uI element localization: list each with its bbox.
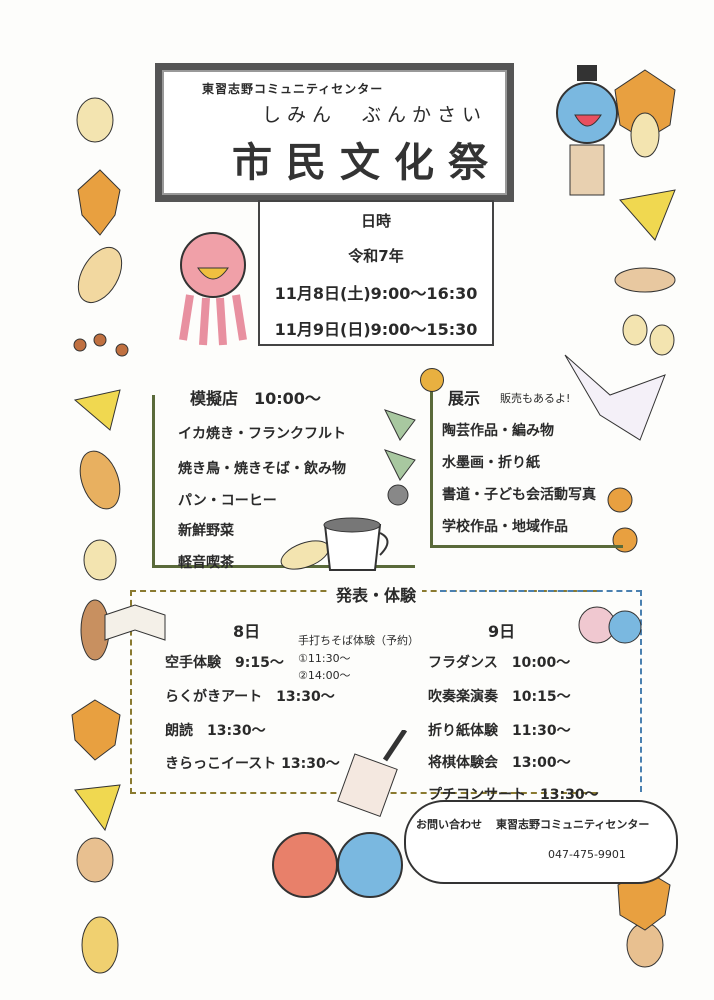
title-reading: しみん ぶんかさい	[262, 104, 488, 126]
soba-slot2: ②14:00～	[298, 669, 351, 682]
stall-item: 焼き鳥・焼きそば・飲み物	[178, 461, 346, 477]
exhibits-heading: 展示	[448, 389, 481, 408]
day9-item: プチコンサート 13:30～	[428, 787, 599, 803]
day9-item: フラダンス 10:00～	[428, 655, 571, 671]
day8-item: らくがきアート 13:30～	[165, 689, 335, 705]
schedule-day2: 11月9日(日)9:00～15:30	[274, 320, 478, 339]
day8-item: 空手体験 9:15～	[165, 655, 284, 671]
soba-title: 手打ちそば体験（予約）	[298, 634, 419, 647]
paper-crane-icon	[564, 354, 666, 441]
coffee-and-bread-icon	[280, 517, 389, 571]
contact-phone: 047-475-9901	[548, 848, 626, 861]
exhibit-item: 学校作品・地域作品	[442, 519, 568, 535]
contact-org: 東習志野コミュニティセンター	[496, 818, 650, 831]
exhibits-vine-frame	[430, 385, 623, 548]
day9-item: 将棋体験会 13:00～	[428, 755, 571, 771]
schedule-year: 令和7年	[348, 247, 404, 265]
stall-item: 軽音喫茶	[178, 555, 234, 571]
event-title: 市民文化祭	[232, 140, 502, 186]
organizer-name: 東習志野コミュニティセンター	[202, 82, 384, 96]
day9-label: 9日	[488, 622, 516, 641]
stalls-heading: 模擬店 10:00～	[190, 389, 321, 408]
schedule-heading: 日時	[360, 212, 391, 230]
exhibit-item: 書道・子ども会活動写真	[442, 487, 596, 503]
stall-item: 新鮮野菜	[178, 523, 234, 539]
schedule-day1: 11月8日(土)9:00～16:30	[274, 284, 478, 303]
performances-heading: 発表・体験	[330, 582, 423, 606]
flower-icon	[420, 368, 444, 392]
grape-vine-icon	[384, 409, 416, 506]
mascot-pair-icon	[578, 606, 642, 644]
day9-item: 吹奏楽演奏 10:15～	[428, 689, 571, 705]
autumn-leaves-right-decoration	[607, 69, 676, 968]
bento-scoop-icon	[337, 730, 408, 817]
exhibits-sale-note: 販売もあるよ!	[500, 392, 571, 405]
day9-item: 折り紙体験 11:30～	[428, 723, 571, 739]
contact-label: お問い合わせ	[416, 818, 482, 831]
schedule-box: 日時 令和7年 11月8日(土)9:00～16:30 11月9日(日)9:00～…	[258, 200, 494, 346]
stall-item: イカ焼き・フランクフルト	[178, 426, 346, 442]
autumn-leaves-left-decoration	[71, 97, 129, 974]
title-banner: 東習志野コミュニティセンター しみん ぶんかさい 市民文化祭	[155, 63, 514, 202]
mascot-duo-icon	[272, 832, 403, 898]
mascot-pink-icon	[179, 232, 247, 346]
mascot-blue-painter-icon	[556, 65, 618, 196]
contact-bubble: お問い合わせ 東習志野コミュニティセンター 047-475-9901	[404, 800, 678, 884]
day8-item: 朗読 13:30～	[165, 723, 266, 739]
exhibit-item: 陶芸作品・編み物	[442, 423, 554, 439]
day8-item: きらっこイースト 13:30～	[165, 756, 340, 772]
performances-blue-bean-frame	[440, 590, 642, 792]
exhibit-item: 水墨画・折り紙	[442, 455, 540, 471]
soba-slot1: ①11:30～	[298, 652, 351, 665]
day8-label: 8日	[233, 622, 261, 641]
open-book-icon	[104, 604, 166, 641]
stall-item: パン・コーヒー	[178, 493, 277, 509]
